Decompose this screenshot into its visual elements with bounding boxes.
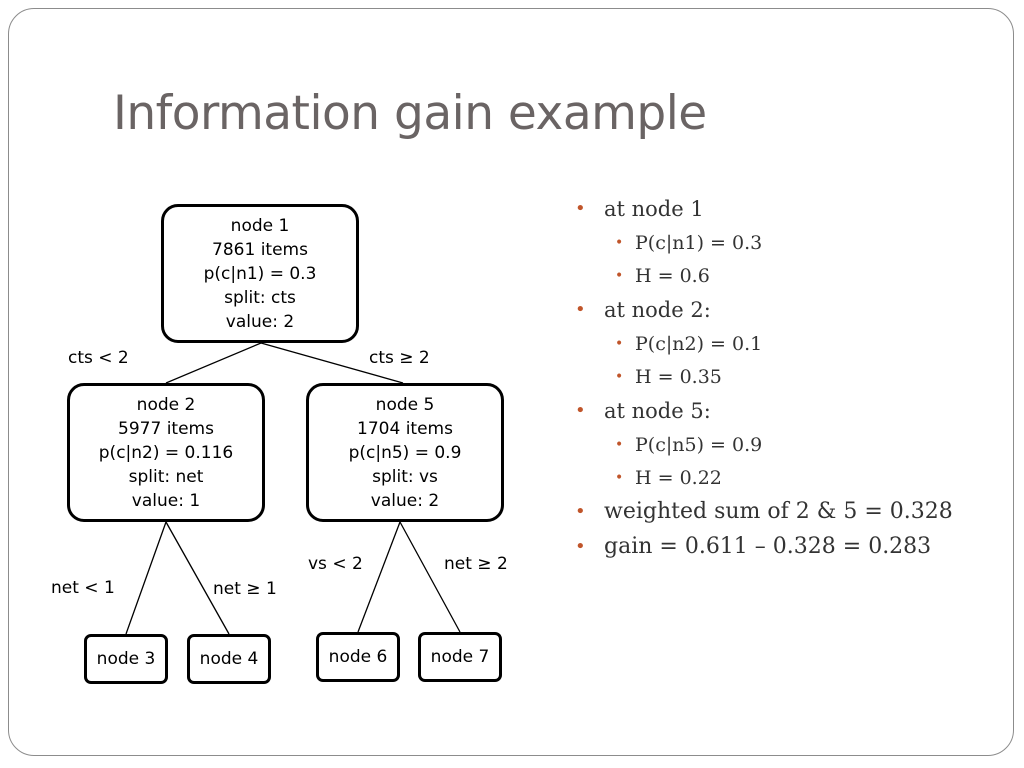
edge-label-net-ge-1: net ≥ 1 xyxy=(213,579,277,599)
edge-node2-node4 xyxy=(165,521,230,635)
node-probability: p(c|n5) = 0.9 xyxy=(348,442,462,463)
node-split: split: net xyxy=(128,466,204,487)
bullet-list: at node 1 P(c|n1) = 0.3 H = 0.6 at node … xyxy=(575,196,1005,569)
tree-leaf-node-6: node 6 xyxy=(316,632,400,682)
tree-leaf-node-4: node 4 xyxy=(187,634,271,684)
sub-bullet-entropy: H = 0.22 xyxy=(575,466,1005,490)
node-probability: p(c|n2) = 0.116 xyxy=(98,442,234,463)
bullet-weighted-sum: weighted sum of 2 & 5 = 0.328 xyxy=(575,499,1005,525)
sub-bullet-probability: P(c|n1) = 0.3 xyxy=(575,231,1005,255)
node-items: 7861 items xyxy=(212,239,308,260)
bullet-node-5: at node 5: xyxy=(575,398,1005,424)
edge-label-net-lt-1: net < 1 xyxy=(51,578,115,598)
node-items: 5977 items xyxy=(118,418,214,439)
edge-label-net-ge-2: net ≥ 2 xyxy=(444,554,508,574)
edge-root-left xyxy=(165,342,262,384)
node-label: node 1 xyxy=(230,215,290,236)
edge-root-right xyxy=(260,342,404,384)
node-value: value: 1 xyxy=(131,490,201,511)
tree-node-1: node 1 7861 items p(c|n1) = 0.3 split: c… xyxy=(161,204,359,343)
sub-bullet-entropy: H = 0.35 xyxy=(575,365,1005,389)
node-probability: p(c|n1) = 0.3 xyxy=(203,263,317,284)
tree-leaf-node-3: node 3 xyxy=(84,634,168,684)
sub-bullet-entropy: H = 0.6 xyxy=(575,264,1005,288)
edge-label-vs-lt-2: vs < 2 xyxy=(308,554,363,574)
slide-title: Information gain example xyxy=(113,86,707,141)
node-label: node 2 xyxy=(136,394,196,415)
sub-bullet-probability: P(c|n5) = 0.9 xyxy=(575,433,1005,457)
bullet-gain: gain = 0.611 – 0.328 = 0.283 xyxy=(575,534,1005,560)
edge-label-cts-ge-2: cts ≥ 2 xyxy=(369,348,430,368)
edge-label-cts-lt-2: cts < 2 xyxy=(68,348,129,368)
tree-leaf-node-7: node 7 xyxy=(418,632,502,682)
node-split: split: cts xyxy=(224,287,296,308)
node-split: split: vs xyxy=(372,466,438,487)
bullet-node-1: at node 1 xyxy=(575,196,1005,222)
bullet-node-2: at node 2: xyxy=(575,297,1005,323)
node-value: value: 2 xyxy=(370,490,440,511)
edge-node5-node7 xyxy=(399,521,461,633)
tree-node-5: node 5 1704 items p(c|n5) = 0.9 split: v… xyxy=(306,383,504,522)
node-label: node 5 xyxy=(375,394,435,415)
edge-node2-node3 xyxy=(125,521,167,635)
node-value: value: 2 xyxy=(225,311,295,332)
edge-node5-node6 xyxy=(357,521,401,633)
node-items: 1704 items xyxy=(357,418,453,439)
sub-bullet-probability: P(c|n2) = 0.1 xyxy=(575,332,1005,356)
tree-node-2: node 2 5977 items p(c|n2) = 0.116 split:… xyxy=(67,383,265,522)
